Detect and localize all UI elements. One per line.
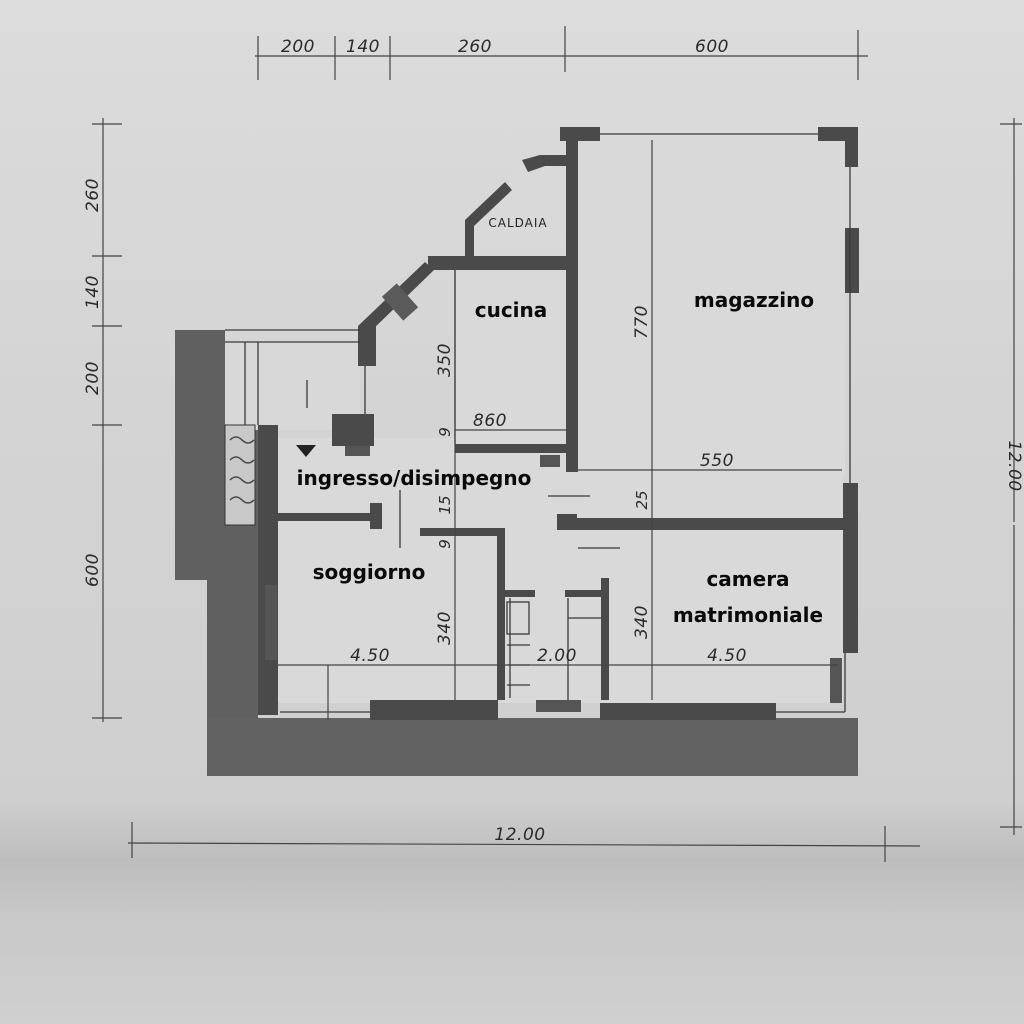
room-label-ingresso: ingresso/disimpegno: [297, 466, 532, 490]
room-label-matrimoniale: matrimoniale: [673, 603, 823, 627]
dim-left-140: 140: [83, 275, 103, 309]
dim-soggiorno-height: 340: [435, 611, 455, 645]
interior-dimension-lines: [278, 140, 842, 720]
dim-magazzino-width: 550: [700, 451, 734, 471]
room-label-camera: camera: [706, 567, 789, 591]
room-label-caldaia: CALDAIA: [488, 216, 547, 230]
dim-top-600: 600: [695, 37, 729, 57]
dim-left-600: 600: [83, 553, 103, 587]
dim-gap-top: 9: [436, 427, 454, 437]
room-labels: CALDAIA cucina magazzino ingresso/disimp…: [297, 216, 823, 627]
dim-gap-bottom: 9: [436, 539, 454, 549]
dim-top-200: 200: [281, 37, 315, 57]
dim-corridor-15: 15: [436, 495, 454, 514]
radiators: [224, 283, 842, 712]
dim-bagno-width: 2.00: [537, 646, 577, 666]
terrace-band: [175, 330, 858, 776]
dim-camera-height: 340: [632, 605, 652, 639]
right-dimension: 12.00: [1000, 118, 1024, 835]
left-dimension-chain: 260 140 200 600: [83, 118, 122, 722]
dim-left-260: 260: [83, 178, 103, 212]
dim-cucina-width: 860: [473, 411, 507, 431]
dim-camera-width: 4.50: [707, 646, 747, 666]
dim-top-260: 260: [458, 37, 492, 57]
dim-bottom-1200: 12.00: [494, 825, 545, 845]
bottom-dimension: 12.00: [127, 822, 921, 862]
room-label-cucina: cucina: [475, 298, 548, 322]
dim-magazzino-25: 25: [633, 490, 651, 509]
room-floors: [225, 136, 845, 703]
dim-right-1200: 12.00: [1004, 440, 1024, 491]
dim-left-200: 200: [83, 361, 103, 395]
dim-cucina-height: 350: [435, 343, 455, 377]
room-label-soggiorno: soggiorno: [313, 560, 426, 584]
top-dimension-chain: 200 140 260 600: [255, 26, 868, 80]
dim-top-140: 140: [346, 37, 380, 57]
interior-dimension-labels: 350 860 9 15 9 770 550 25 340 4.50 2.00 …: [350, 305, 747, 666]
dim-magazzino-height: 770: [632, 305, 652, 339]
room-label-magazzino: magazzino: [694, 288, 814, 312]
dim-soggiorno-width: 4.50: [350, 646, 390, 666]
